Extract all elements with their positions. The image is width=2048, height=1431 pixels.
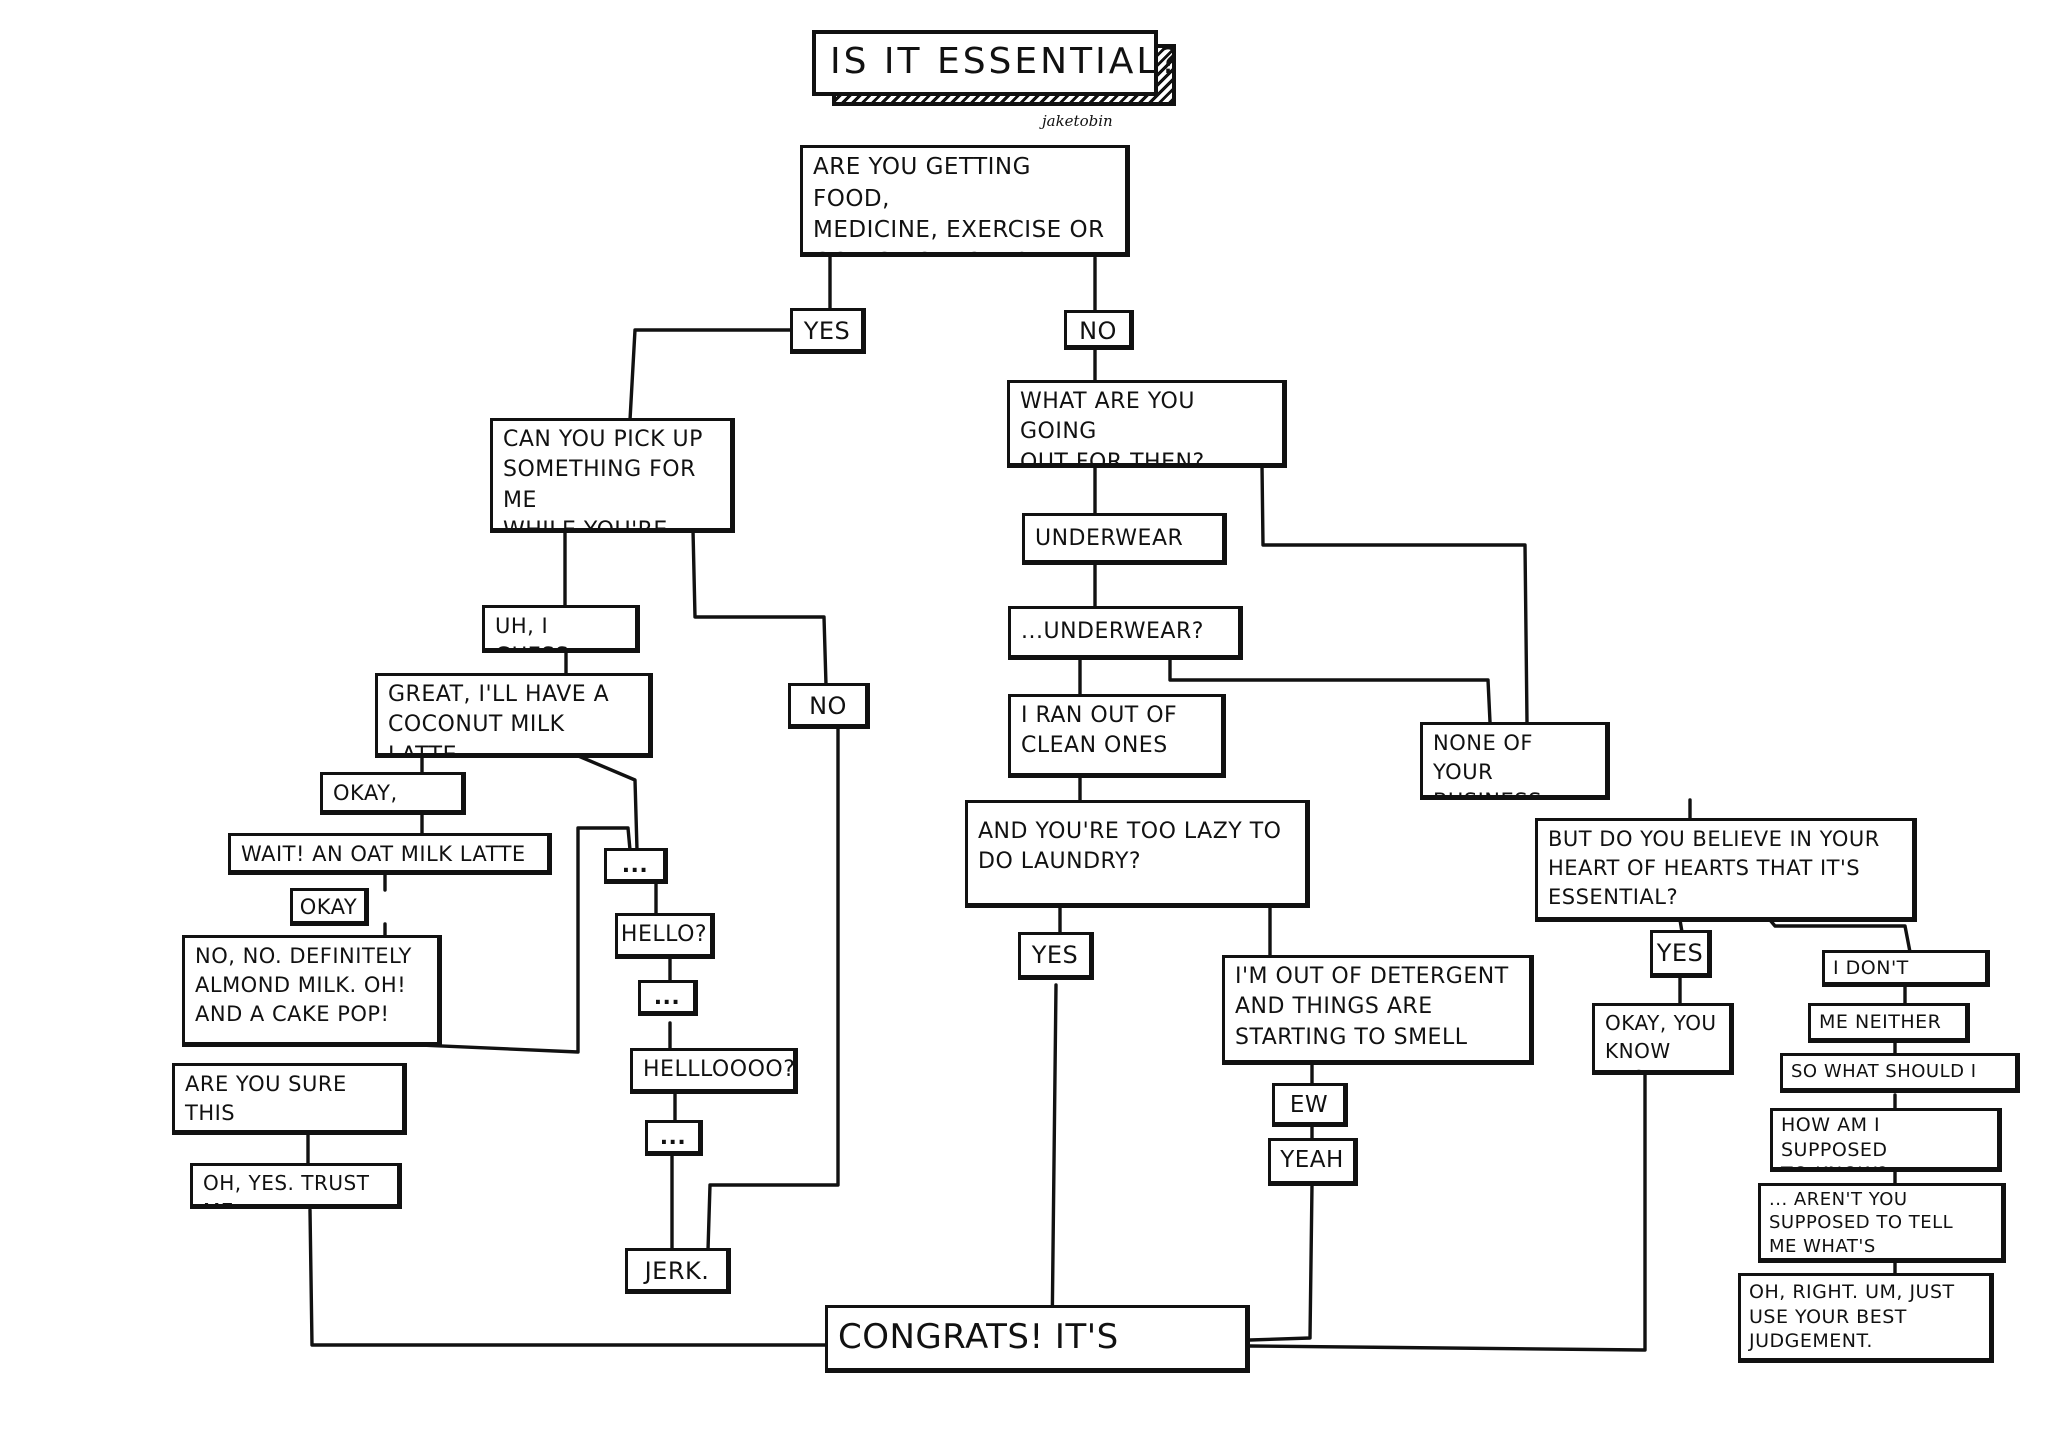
node-how-am-i: HOW AM I SUPPOSED TO KNOW? [1770, 1108, 2002, 1172]
node-congrats: CONGRATS! IT'S ESSENTIAL [825, 1305, 1250, 1373]
connector [574, 753, 639, 852]
node-ellipsis-3: ... [645, 1120, 703, 1156]
node-no-1: NO [1064, 310, 1134, 350]
node-arent-you: ... AREN'T YOU SUPPOSED TO TELL ME WHAT'… [1758, 1183, 2006, 1263]
node-yes-3: YES [1650, 930, 1712, 978]
page-title: IS IT ESSENTIAL? [812, 30, 1179, 96]
node-oh-right: OH, RIGHT. UM, JUST USE YOUR BEST JUDGEM… [1738, 1273, 1994, 1363]
node-yes-2: YES [1018, 932, 1094, 980]
node-ellipsis-2: ... [638, 980, 698, 1016]
node-almond: NO, NO. DEFINITELY ALMOND MILK. OH! AND … [182, 935, 442, 1047]
node-hellloooo: HELLLOOOO? [630, 1048, 798, 1094]
node-yes-1: YES [790, 308, 866, 354]
node-ellipsis-1: ... [604, 848, 668, 884]
node-getting-food: ARE YOU GETTING FOOD, MEDICINE, EXERCISE… [800, 145, 1130, 257]
node-uh-i-guess: UH, I GUESS [482, 605, 640, 653]
node-going-out: WHAT ARE YOU GOING OUT FOR THEN? [1007, 380, 1287, 468]
connector [1768, 918, 1912, 954]
node-okay-sure: OKAY, SURE [320, 772, 466, 815]
connector [1260, 463, 1529, 724]
connector [1050, 983, 1232, 1344]
node-underwear: UNDERWEAR [1022, 513, 1227, 565]
node-none-business: NONE OF YOUR BUSINESS [1420, 722, 1610, 800]
node-wait-oat: WAIT! AN OAT MILK LATTE [228, 833, 552, 875]
node-are-you-sure: ARE YOU SURE THIS IS ESSENTIAL? [172, 1063, 407, 1135]
connector [348, 826, 632, 1054]
node-great-latte: GREAT, I'LL HAVE A COCONUT MILK LATTE [375, 673, 653, 758]
node-yeah: YEAH [1268, 1138, 1358, 1186]
node-too-lazy: AND YOU'RE TOO LAZY TO DO LAUNDRY? [965, 800, 1310, 908]
connector [706, 723, 840, 1252]
node-jerk: JERK. [625, 1248, 731, 1294]
node-ew: EW [1272, 1083, 1348, 1127]
node-oh-yes-trust: OH, YES. TRUST ME. [190, 1163, 402, 1209]
connector [691, 528, 828, 687]
node-okay-know-best: OKAY, YOU KNOW BEST! [1592, 1003, 1734, 1075]
node-no-2: NO [788, 683, 870, 729]
node-hello: HELLO? [615, 913, 715, 959]
node-so-what: SO WHAT SHOULD I DO? [1780, 1053, 2020, 1093]
node-okay: OKAY [290, 888, 369, 926]
connector [1248, 1183, 1314, 1342]
node-pick-up: CAN YOU PICK UP SOMETHING FOR ME WHILE Y… [490, 418, 735, 533]
node-believe: BUT DO YOU BELIEVE IN YOUR HEART OF HEAR… [1535, 818, 1917, 922]
node-underwear-question: ...UNDERWEAR? [1008, 606, 1243, 660]
connector [628, 328, 792, 422]
node-me-neither: ME NEITHER [1808, 1003, 1970, 1043]
node-ran-out: I RAN OUT OF CLEAN ONES [1008, 694, 1226, 778]
artist-signature: jaketobin [1042, 112, 1113, 130]
connector [308, 1208, 830, 1347]
node-out-detergent: I'M OUT OF DETERGENT AND THINGS ARE STAR… [1222, 955, 1534, 1065]
connector [1248, 1073, 1647, 1352]
node-i-dont-know: I DON'T KNOW [1822, 950, 1990, 987]
connector [1168, 658, 1492, 724]
